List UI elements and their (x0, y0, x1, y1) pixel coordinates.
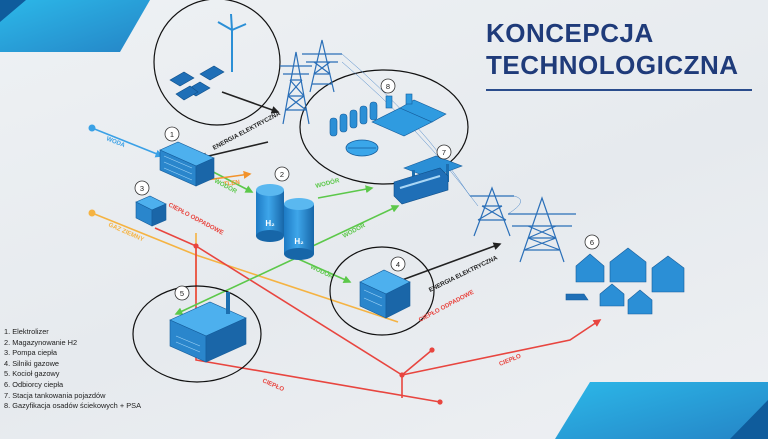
power-pylon-3 (470, 186, 514, 237)
legend-item: 3. Pompa ciepła (4, 348, 57, 358)
circle-renewables (153, 0, 281, 126)
title-line-2: TECHNOLOGICZNA (486, 50, 739, 80)
tank-label-h2-b: H₂ (294, 237, 304, 246)
heat-consumers (565, 247, 685, 315)
power-pylon-4 (508, 196, 576, 263)
heat-pipes (154, 227, 602, 403)
label-energia-2: ENERGIA ELEKTRYCZNA (428, 254, 499, 294)
badge-7: 7 (436, 144, 452, 160)
title-line-1: KONCEPCJA (486, 18, 654, 48)
svg-text:1: 1 (170, 130, 174, 139)
pipe-junctions (193, 243, 443, 405)
legend-item: 1. Elektrolizer (4, 327, 49, 336)
legend-list: 1. Elektrolizer 2. Magazynowanie H2 3. P… (4, 327, 141, 412)
bottom-right-banner-accent (730, 400, 768, 439)
legend-item: 2. Magazynowanie H2 (4, 337, 78, 347)
badge-6: 6 (584, 234, 600, 250)
label-cieplo-2: CIEPŁO (261, 377, 285, 393)
svg-text:4: 4 (396, 260, 400, 269)
tank-label-h2-a: H₂ (265, 219, 275, 228)
wind-turbine (217, 13, 247, 72)
gas-engines (359, 269, 411, 319)
title-underline (486, 89, 752, 91)
highlight-circles (132, 0, 469, 383)
power-pylon-2 (302, 39, 342, 93)
legend-item: 4. Silniki gazowe (4, 358, 60, 368)
badge-4: 4 (390, 256, 406, 272)
svg-text:8: 8 (386, 82, 390, 91)
legend-item: 7. Stacja tankowania pojazdów (4, 390, 106, 400)
top-left-banner (0, 0, 150, 52)
badge-1: 1 (164, 126, 180, 142)
label-wodor-4: WODÓR (309, 263, 335, 281)
circle-engines (329, 246, 435, 336)
number-badges: 1 2 3 4 5 6 7 8 (134, 78, 600, 301)
circle-gasification (299, 69, 469, 185)
fueling-station (393, 155, 463, 205)
legend-item: 8. Gazyfikacja osadów ściekowych + PSA (4, 401, 141, 411)
label-cieplo-odpadowe-1: CIEPŁO ODPADOWE (167, 202, 225, 237)
gas-boiler (169, 292, 247, 363)
label-energia-1: ENERGIA ELEKTRYCZNA (212, 110, 282, 152)
top-left-banner-accent (0, 0, 26, 22)
label-wodor-2: WODÓR (315, 176, 341, 190)
oxygen-pipe (205, 170, 252, 181)
svg-text:3: 3 (140, 184, 144, 193)
heat-pump (135, 195, 167, 227)
electricity-arrows (198, 91, 502, 281)
legend-item: 5. Kocioł gazowy (4, 369, 60, 379)
badge-8: 8 (380, 78, 396, 94)
circle-boiler (132, 285, 262, 383)
svg-text:6: 6 (590, 238, 594, 247)
water-pipe (91, 127, 164, 158)
water-source-dot (88, 124, 96, 132)
bottom-right-banner (555, 382, 768, 439)
gasifier-units (371, 93, 447, 137)
power-pylon-1 (280, 51, 312, 125)
legend-item: 6. Odbiorcy ciepła (4, 379, 64, 389)
solar-panels (169, 65, 225, 101)
psa-columns (329, 101, 378, 137)
hydrogen-tanks (256, 184, 314, 260)
svg-text:5: 5 (180, 289, 184, 298)
svg-text:2: 2 (280, 170, 284, 179)
electrolyzer (159, 141, 215, 187)
label-cieplo-odpadowe-2: CIEPŁO ODPADOWE (418, 289, 476, 324)
svg-text:7: 7 (442, 148, 446, 157)
badge-3: 3 (134, 180, 150, 196)
gas-source-dot (88, 209, 96, 217)
label-tlen: TLEN (223, 179, 240, 188)
gasification-plant (329, 93, 447, 157)
badge-2: 2 (274, 166, 290, 182)
badge-5: 5 (174, 285, 190, 301)
